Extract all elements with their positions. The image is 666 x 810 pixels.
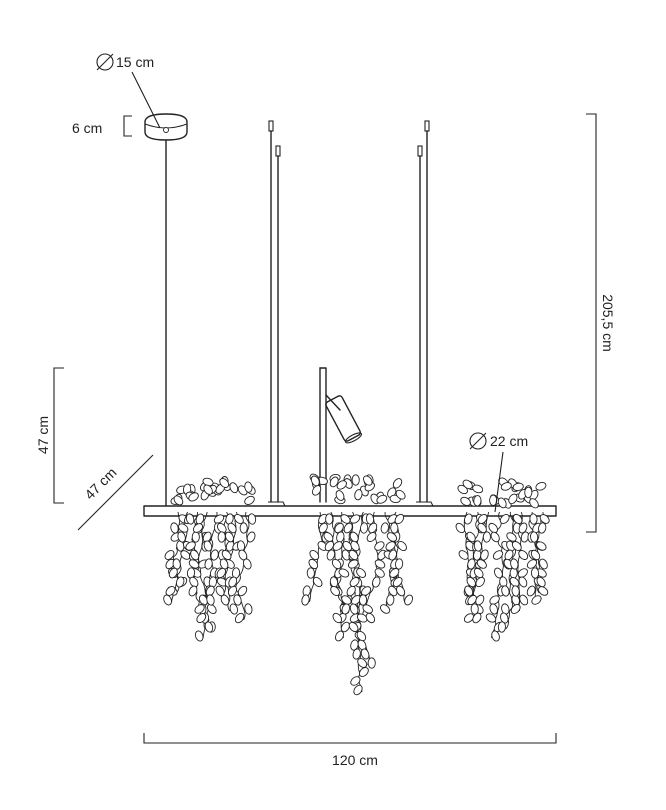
depth-width-text: 47 cm [81,464,119,502]
depth-width-dimension: 47 cm [77,454,154,531]
depth-height-text: 47 cm [35,416,51,454]
canopy-diameter-label: 15 cm [96,53,161,129]
total-width-text: 120 cm [332,752,378,768]
vertical-rod-right-icon [417,120,430,503]
horizontal-bar-icon [143,501,557,517]
hanging-foliage-icon [163,473,550,696]
vertical-rod-left-icon [268,120,281,503]
diameter-symbol-icon [469,432,487,450]
diameter-symbol-icon [96,53,114,71]
canopy-height-bracket [123,115,132,137]
pot-leader-line [494,451,504,513]
canopy-diameter-text: 15 cm [116,54,154,70]
ceiling-canopy-icon [144,113,188,141]
pot-diameter-label: 22 cm [469,432,528,513]
pot-diameter-text: 22 cm [490,433,528,449]
canopy-height-text: 6 cm [72,120,102,136]
canopy-leader-line [131,71,161,129]
canopy-height-label: 6 cm [72,115,132,137]
depth-height-dimension: 47 cm [35,367,64,504]
total-height-dimension: 205,5 cm [586,113,616,533]
total-width-dimension: 120 cm [143,733,557,768]
total-height-text: 205,5 cm [600,294,616,352]
